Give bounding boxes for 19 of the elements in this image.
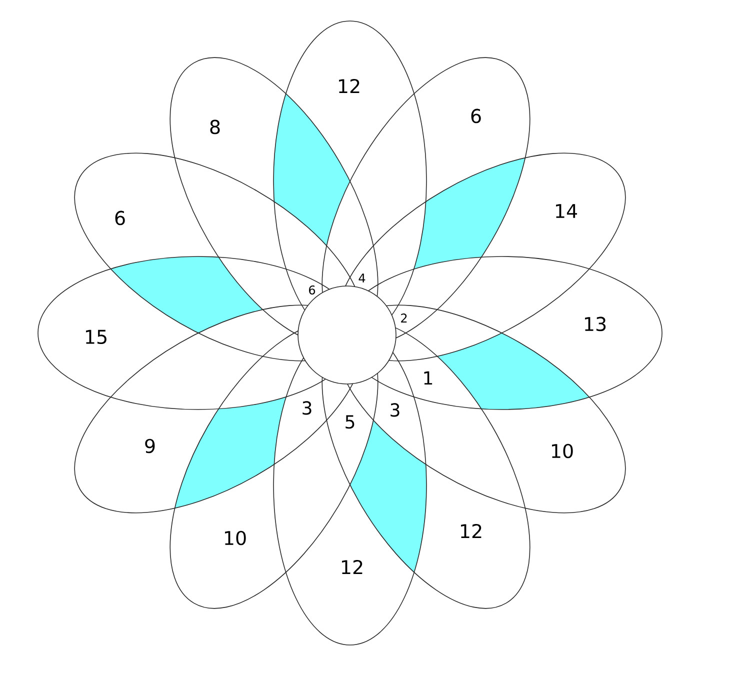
- region-number: 12: [342, 560, 362, 574]
- region-number: 3: [302, 401, 312, 415]
- region-number: 2: [401, 314, 407, 322]
- region-number: 9: [145, 438, 155, 454]
- region-number: 10: [552, 444, 573, 458]
- region-number: 6: [115, 210, 125, 226]
- region-number: 8: [210, 120, 220, 134]
- region-number: 10: [225, 530, 246, 546]
- region-number: 13: [585, 316, 606, 332]
- region-number: 3: [390, 403, 400, 417]
- region-number: 6: [471, 108, 481, 124]
- region-number: 4: [358, 274, 366, 282]
- region-number: 12: [461, 524, 482, 538]
- region-number: 15: [86, 330, 106, 344]
- region-number: 14: [556, 204, 578, 218]
- region-number: 5: [346, 415, 354, 429]
- region-number: 1: [424, 371, 432, 385]
- region-number: 12: [339, 78, 360, 94]
- region-number: 6: [309, 285, 316, 295]
